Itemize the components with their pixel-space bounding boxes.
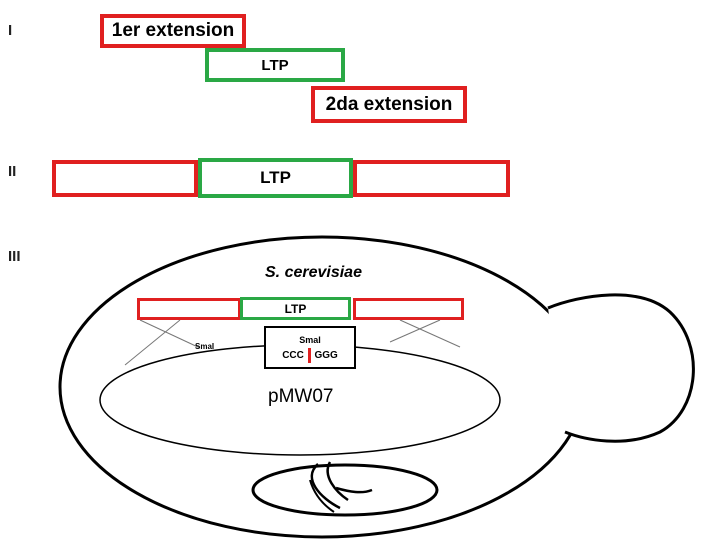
chromosome-strand: [309, 479, 335, 513]
cut-site-marker: [307, 348, 311, 363]
step-ii-label: II: [8, 163, 17, 180]
organism-label: S. cerevisiae: [265, 264, 362, 281]
first-extension-box: 1er extension: [100, 14, 246, 48]
smai-site-box: SmaI CCC GGG: [264, 326, 356, 369]
crossover-line: [124, 319, 181, 366]
second-extension-box: 2da extension: [311, 86, 467, 123]
smai-site-label: SmaI: [195, 342, 215, 351]
ltp-box-step2: LTP: [198, 158, 353, 198]
nucleus-outline: [251, 463, 439, 517]
left-extension-box-step2: [52, 160, 198, 197]
right-extension-box-step3: [353, 298, 464, 320]
step-i-label: I: [8, 22, 13, 39]
step-iii-label: III: [8, 248, 21, 265]
smai-sequence: CCC GGG: [266, 348, 354, 363]
smai-seq-left: CCC: [282, 350, 304, 362]
chromosome-strand: [310, 463, 341, 510]
right-extension-box-step2: [353, 160, 510, 197]
crossover-line: [399, 319, 461, 348]
ltp-box-step1: LTP: [205, 48, 345, 82]
ltp-label-step3: LTP: [284, 301, 307, 316]
left-extension-box-step3: [137, 298, 241, 320]
crossover-line: [139, 319, 201, 349]
ltp-label-step1: LTP: [261, 56, 289, 74]
first-extension-label: 1er extension: [111, 20, 235, 41]
smai-seq-right: GGG: [314, 350, 338, 362]
ltp-label-step2: LTP: [260, 168, 291, 187]
chromosome-strand: [326, 461, 349, 502]
ltp-box-step3: LTP: [240, 297, 351, 320]
plasmid-label: pMW07: [268, 386, 334, 407]
smai-box-title: SmaI: [299, 335, 321, 345]
chromosome-strand: [335, 486, 373, 494]
crossover-line: [389, 319, 441, 343]
yeast-bud-outline: [547, 293, 695, 443]
second-extension-label: 2da extension: [325, 93, 453, 115]
